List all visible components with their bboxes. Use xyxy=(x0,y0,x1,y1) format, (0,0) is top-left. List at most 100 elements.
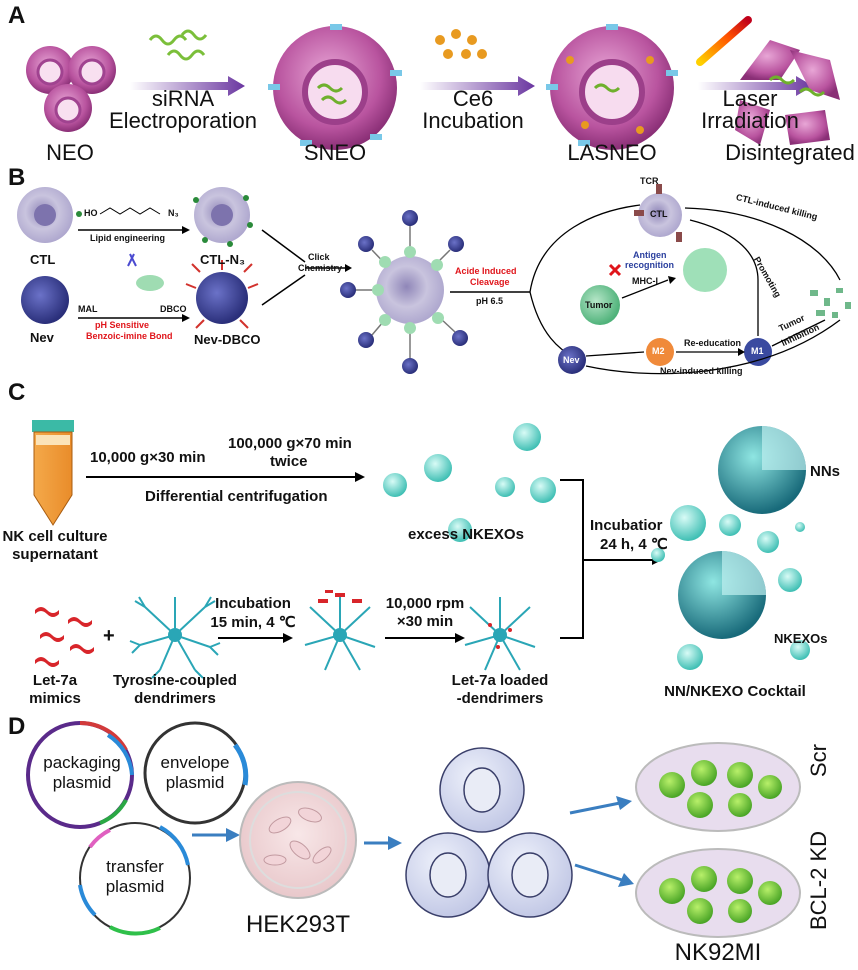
envelope-line2: plasmid xyxy=(165,773,225,792)
ce6-icon xyxy=(435,29,487,59)
plus-sign: + xyxy=(103,625,115,647)
arrow-a2 xyxy=(420,76,535,96)
envelope-plasmid xyxy=(143,721,249,825)
nev-dbco-cell xyxy=(196,272,248,324)
block-cross-icon xyxy=(608,263,622,277)
panel-d: D packaging plasmid envelope plasmid tra… xyxy=(0,713,858,970)
ctl-n3-label: CTL-N₃ xyxy=(200,252,245,267)
panel-b-label: B xyxy=(8,164,26,191)
tumor-label: Tumor xyxy=(585,300,613,310)
step3-line1: Laser xyxy=(722,86,778,111)
step1-line2: Electroporation xyxy=(109,108,257,133)
nn-nkexo-cocktail xyxy=(651,426,810,670)
nk92mi-label: NK92MI xyxy=(674,939,762,966)
bcl2-kd-label: BCL-2 KD xyxy=(806,830,831,930)
incub-line1: Incubation xyxy=(215,595,291,612)
sneo-particle xyxy=(268,24,402,150)
nk-line2: supernatant xyxy=(12,546,98,563)
cocktail-label: NN/NKEXO Cocktail xyxy=(664,683,806,700)
nk-dish-scr xyxy=(635,742,801,832)
panel-c-label: C xyxy=(8,379,26,406)
spin1-label: 10,000 g×30 min xyxy=(90,449,206,466)
m2-label: M2 xyxy=(652,346,665,356)
reeducation-label: Re-education xyxy=(684,338,742,348)
panel-a-graphics xyxy=(26,16,840,150)
m1-cell xyxy=(744,338,772,366)
transfer-line1: transfer xyxy=(106,857,164,876)
reagent-ho: HO xyxy=(84,208,98,218)
name-lasneo: LASNEO xyxy=(567,140,657,165)
step1-line1: siRNA xyxy=(151,86,215,111)
panel-b-graphics xyxy=(17,184,851,375)
dendrimer-icon xyxy=(129,596,221,679)
nkexos-label: NKEXOs xyxy=(774,631,828,646)
rpm-line1: 10,000 rpm xyxy=(385,595,465,612)
nev-cell xyxy=(21,276,69,324)
nev-label: Nev xyxy=(30,330,54,345)
lipid-engineering: Lipid engineering xyxy=(90,233,166,243)
mal-label: MAL xyxy=(78,304,98,314)
ph-sensitive-label: pH Sensitive xyxy=(95,320,150,330)
let-line2: mimics xyxy=(29,690,81,707)
acide-line1: Acide Induced xyxy=(455,266,517,276)
rpm-line2: ×30 min xyxy=(396,613,454,630)
hek293t-dish xyxy=(239,781,357,899)
arrow-a1 xyxy=(130,76,245,96)
nev-killing-label: Nev-induced killing xyxy=(660,366,743,376)
sirna-icon xyxy=(148,29,208,61)
loaded-line1: Let-7a loaded xyxy=(451,672,549,689)
lentivirus-particles xyxy=(405,747,573,918)
name-sneo: SNEO xyxy=(303,140,367,165)
killed-debris xyxy=(810,288,851,318)
arrow-a3 xyxy=(698,76,813,96)
let-line1: Let-7a xyxy=(32,672,78,689)
laser-icon xyxy=(696,16,752,66)
loaded-line2: -dendrimers xyxy=(456,690,544,707)
neo-particles xyxy=(26,46,116,132)
lasneo-particle xyxy=(546,24,678,150)
step3-line2: Irradiation xyxy=(701,108,799,133)
chemistry-label: Chemistry xyxy=(298,263,343,273)
incub-right-line2: 24 h, 4 ℃ xyxy=(600,536,668,553)
m1-label: M1 xyxy=(751,346,764,356)
panel-d-label: D xyxy=(8,713,26,740)
spin2b-label: twice xyxy=(270,453,308,470)
name-neo: NEO xyxy=(46,140,94,165)
tyr-line1: Tyrosine-coupled xyxy=(113,672,237,689)
packaging-plasmid xyxy=(26,720,134,829)
acide-line2: Cleavage xyxy=(470,277,510,287)
antigen-line2: recognition xyxy=(625,260,674,270)
panel-c: C 10,000 g×30 min 100,000 g×70 min twice… xyxy=(0,379,858,715)
spin2a-label: 100,000 g×70 min xyxy=(228,435,352,452)
ph-label: pH 6.5 xyxy=(476,296,504,306)
transfer-line2: plasmid xyxy=(105,877,165,896)
dbco-label: DBCO xyxy=(160,304,187,314)
incub-right-line1: Incubatior xyxy=(590,517,663,534)
nev-cell-label: Nev xyxy=(563,355,580,365)
excess-label: excess NKEXOs xyxy=(408,526,524,543)
nns-label: NNs xyxy=(810,463,841,480)
let7a-mimics-icon xyxy=(35,607,94,667)
antigen-cell xyxy=(683,248,727,292)
antigen-line1: Antigen xyxy=(633,250,667,260)
ctl-nev-conjugate xyxy=(340,210,468,374)
diff-label: Differential centrifugation xyxy=(145,488,328,505)
disintegrated-particle xyxy=(735,40,840,145)
packaging-line1: packaging xyxy=(43,753,121,772)
benzoic-label: Benzoic-imine Bond xyxy=(86,331,173,341)
click-label: Click xyxy=(308,252,330,262)
ctl-effector-cell xyxy=(638,193,682,237)
step2-line1: Ce6 xyxy=(452,86,494,111)
nk-line1: NK cell culture xyxy=(2,528,108,545)
panel-a: A siRNA Electroporation Ce6 Incubation L… xyxy=(0,0,858,170)
dendrimer-mix-icon xyxy=(304,597,376,671)
scissors-icon xyxy=(127,253,137,267)
panel-a-label: A xyxy=(8,2,26,29)
panel-b: B HO N₃ Lipid engineering CTL CTL-N₃ MAL… xyxy=(0,164,858,385)
tumor-cell xyxy=(580,285,620,325)
nev-effector-cell xyxy=(558,346,586,374)
transfer-plasmid xyxy=(78,822,191,936)
scr-label: Scr xyxy=(806,744,831,777)
loaded-dendrimer-icon xyxy=(464,597,536,671)
step2-line2: Incubation xyxy=(422,108,524,133)
